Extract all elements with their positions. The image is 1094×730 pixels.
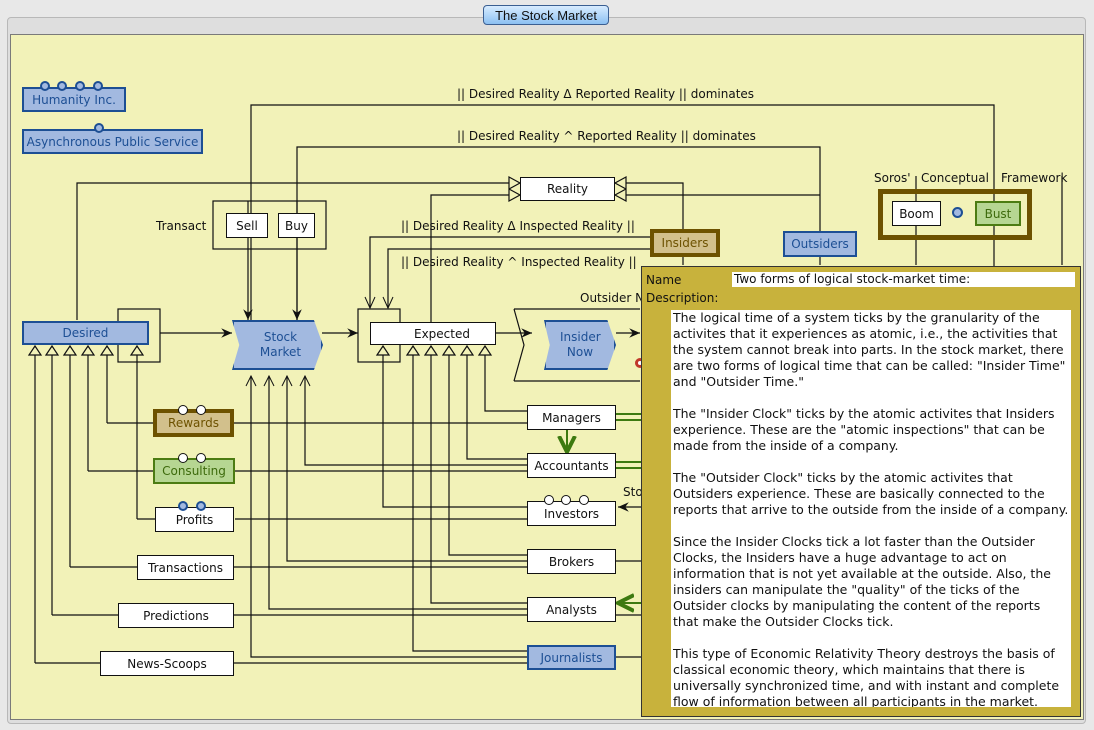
node-transactions[interactable]: Transactions bbox=[137, 555, 234, 580]
description-label: Description: bbox=[646, 291, 719, 305]
node-boom[interactable]: Boom bbox=[892, 201, 941, 226]
annotation-inspected-and: || Desired Reality ^ Inspected Reality |… bbox=[401, 255, 637, 269]
outsider-now-frame bbox=[513, 308, 640, 382]
node-profits[interactable]: Profits bbox=[155, 507, 234, 532]
annotation-soros: Soros' bbox=[874, 171, 911, 185]
annotation-transact: Transact bbox=[156, 219, 207, 233]
node-managers[interactable]: Managers bbox=[527, 405, 616, 430]
node-outsiders[interactable]: Outsiders bbox=[783, 231, 857, 257]
port-icon bbox=[196, 453, 206, 463]
node-consulting[interactable]: Consulting bbox=[153, 458, 235, 484]
properties-panel: Name Two forms of logical stock-market t… bbox=[641, 266, 1081, 717]
node-accountants[interactable]: Accountants bbox=[527, 453, 616, 478]
window-title-tab[interactable]: The Stock Market bbox=[483, 5, 609, 25]
description-paragraph: Since the Insider Clocks tick a lot fast… bbox=[673, 534, 1051, 629]
wire-reality-right bbox=[626, 182, 684, 232]
node-desired[interactable]: Desired bbox=[22, 321, 149, 345]
description-paragraph: The "Outsider Clock" ticks by the atomic… bbox=[673, 470, 1069, 517]
port-icon bbox=[75, 81, 85, 91]
node-sell[interactable]: Sell bbox=[226, 213, 268, 238]
node-investors[interactable]: Investors bbox=[527, 501, 616, 526]
node-stock-market[interactable]: Stock Market bbox=[232, 320, 323, 370]
name-field[interactable]: Two forms of logical stock-market time: bbox=[732, 272, 1075, 287]
port-icon bbox=[544, 495, 554, 505]
port-icon bbox=[93, 81, 103, 91]
description-paragraph: The "Insider Clock" ticks by the atomic … bbox=[673, 406, 1055, 453]
annotation-reported-delta: || Desired Reality Δ Reported Reality ||… bbox=[457, 87, 755, 101]
node-brokers[interactable]: Brokers bbox=[527, 549, 616, 574]
port-icon bbox=[178, 405, 188, 415]
node-stock-market-label: Stock Market bbox=[259, 330, 302, 359]
name-label: Name bbox=[646, 273, 682, 287]
annotation-outsider-now: Outsider N bbox=[580, 291, 645, 305]
node-buy[interactable]: Buy bbox=[278, 213, 315, 238]
port-icon bbox=[196, 405, 206, 415]
node-insider-now[interactable]: Insider Now bbox=[544, 320, 616, 370]
wire-inspected-delta bbox=[369, 236, 652, 308]
node-analysts[interactable]: Analysts bbox=[527, 597, 616, 622]
node-news-scoops[interactable]: News-Scoops bbox=[100, 651, 234, 676]
node-asynchronous-public-service[interactable]: Asynchronous Public Service bbox=[22, 129, 203, 154]
port-icon bbox=[57, 81, 67, 91]
node-humanity-inc[interactable]: Humanity Inc. bbox=[22, 87, 126, 112]
node-expected-label: Expected bbox=[414, 326, 470, 341]
port-icon bbox=[579, 495, 589, 505]
transact-group bbox=[212, 200, 327, 250]
port-icon bbox=[94, 123, 104, 133]
connector-dot-icon bbox=[952, 207, 963, 218]
node-expected[interactable]: Expected bbox=[370, 322, 496, 345]
wire-desired-reality bbox=[76, 182, 509, 320]
node-reality[interactable]: Reality bbox=[520, 177, 615, 201]
node-insider-now-label: Insider Now bbox=[560, 330, 601, 359]
annotation-reported-and: || Desired Reality ^ Reported Reality ||… bbox=[457, 129, 756, 143]
soros-framework-group[interactable] bbox=[878, 189, 1032, 240]
port-icon bbox=[196, 501, 206, 511]
port-icon bbox=[561, 495, 571, 505]
wire-reality-expected bbox=[430, 194, 509, 322]
node-journalists[interactable]: Journalists bbox=[527, 645, 616, 670]
port-icon bbox=[178, 453, 188, 463]
port-icon bbox=[178, 501, 188, 511]
node-rewards[interactable]: Rewards bbox=[153, 409, 234, 437]
annotation-conceptual: Conceptual bbox=[921, 171, 989, 185]
port-icon bbox=[40, 81, 50, 91]
annotation-inspected-delta: || Desired Reality Δ Inspected Reality |… bbox=[401, 219, 635, 233]
wire-inspected-and bbox=[387, 248, 652, 308]
description-paragraph: This type of Economic Relativity Theory … bbox=[673, 646, 1060, 707]
annotation-framework: Framework bbox=[1001, 171, 1068, 185]
node-predictions[interactable]: Predictions bbox=[118, 603, 234, 628]
node-insiders[interactable]: Insiders bbox=[650, 229, 720, 257]
description-field[interactable]: The logical time of a system ticks by th… bbox=[671, 310, 1071, 707]
description-paragraph: The logical time of a system ticks by th… bbox=[673, 310, 1066, 389]
node-bust[interactable]: Bust bbox=[975, 201, 1021, 226]
